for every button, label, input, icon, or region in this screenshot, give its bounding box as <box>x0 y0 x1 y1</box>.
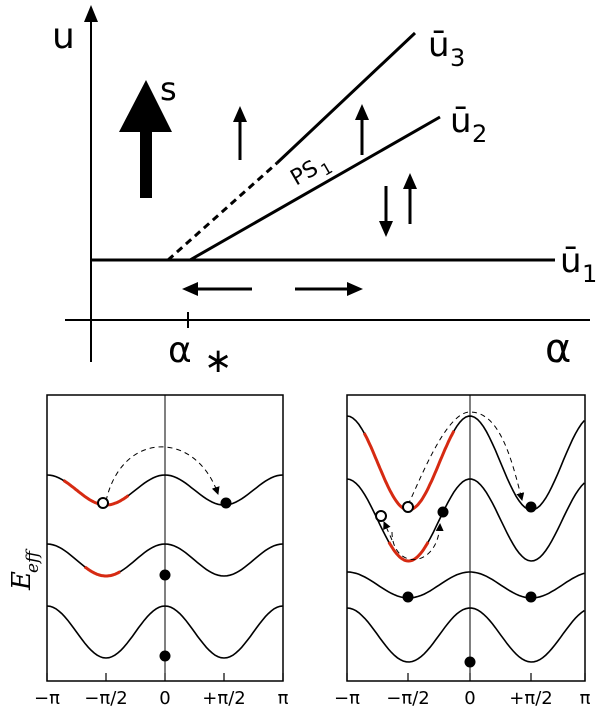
tick-label: π <box>580 688 591 709</box>
svg-text:ū: ū <box>560 241 582 281</box>
x-ticks <box>46 673 284 681</box>
filled-state-dot <box>525 591 537 603</box>
label-u3: ū 3 <box>428 25 465 72</box>
empty-state-dot <box>97 497 109 509</box>
highlighted-band-segment <box>362 430 456 512</box>
energy-bands <box>346 415 586 663</box>
empty-state-dot <box>402 501 414 513</box>
filled-state-dot <box>525 501 537 513</box>
empty-state-dot <box>375 510 387 522</box>
svg-text:E: E <box>7 571 37 591</box>
svg-text:ū: ū <box>450 101 472 141</box>
label-u1: ū 1 <box>560 241 597 288</box>
spin-label: s <box>160 70 177 108</box>
alpha-star-subscript: ∗ <box>204 341 233 381</box>
filled-state-dot <box>159 650 171 662</box>
filled-state-dot <box>437 506 449 518</box>
x-ticks <box>346 673 586 681</box>
curve-u3 <box>275 31 417 165</box>
energy-panel-right: −π −π/2 0 +π/2 π <box>334 394 591 709</box>
tick-label: 0 <box>159 688 170 709</box>
curve-u2 <box>189 115 441 262</box>
y-axis-label: E eff <box>7 548 43 591</box>
highlighted-band-segment <box>62 479 130 507</box>
highlighted-band-segment <box>387 541 430 563</box>
curve-u3-dashed <box>167 161 278 262</box>
spin-left-arrow <box>182 282 252 296</box>
label-u2: ū 2 <box>450 101 487 148</box>
filled-state-dot <box>159 569 171 581</box>
tick-label: π <box>278 688 289 709</box>
tick-label: −π <box>34 688 60 709</box>
highlighted-band-segments <box>62 479 130 578</box>
energy-band-curve <box>346 415 586 511</box>
y-axis-arrowhead <box>84 5 98 22</box>
panel-frame <box>346 394 586 682</box>
alpha-star-label: α <box>168 330 192 371</box>
filled-state-dot <box>220 497 232 509</box>
tick-label: −π <box>334 688 360 709</box>
filled-state-dot <box>402 591 414 603</box>
x-axis-label: α <box>545 326 571 372</box>
svg-text:2: 2 <box>472 120 487 148</box>
energy-band-curve <box>346 478 585 562</box>
energy-band-curve <box>346 571 585 599</box>
svg-text:ū: ū <box>428 25 450 65</box>
tick-label: −π/2 <box>84 688 127 709</box>
highlighted-band-segment <box>83 565 121 578</box>
tick-label: −π/2 <box>386 688 429 709</box>
spin-up-arrow <box>355 104 369 155</box>
inter-band-arrow <box>383 521 393 541</box>
big-spin-arrow <box>119 80 172 198</box>
tunneling-arrow <box>407 411 525 506</box>
tick-label: +π/2 <box>509 688 552 709</box>
tunneling-arrow <box>105 446 220 502</box>
tick-label: 0 <box>464 688 475 709</box>
y-axis-label: u <box>52 16 75 57</box>
svg-text:eff: eff <box>23 548 43 573</box>
filled-state-dot <box>464 656 476 668</box>
energy-panel-left: −π −π/2 0 +π/2 π E eff <box>7 394 289 709</box>
spin-down-arrow <box>379 186 393 237</box>
svg-text:3: 3 <box>450 44 465 72</box>
tick-label: +π/2 <box>202 688 245 709</box>
phase-diagram: u α α ∗ ū 1 ū 2 ū 3 PS 1 s <box>52 5 597 381</box>
spin-up-arrow <box>403 173 417 224</box>
highlighted-band-segments <box>362 430 456 563</box>
energy-band-curve <box>46 605 284 659</box>
inter-band-arrow <box>391 523 444 560</box>
spin-right-arrow <box>295 282 363 296</box>
spin-up-arrow <box>233 106 247 160</box>
energy-band-curve <box>346 607 585 663</box>
svg-text:1: 1 <box>582 260 597 288</box>
ps1-label: PS 1 <box>287 156 336 191</box>
